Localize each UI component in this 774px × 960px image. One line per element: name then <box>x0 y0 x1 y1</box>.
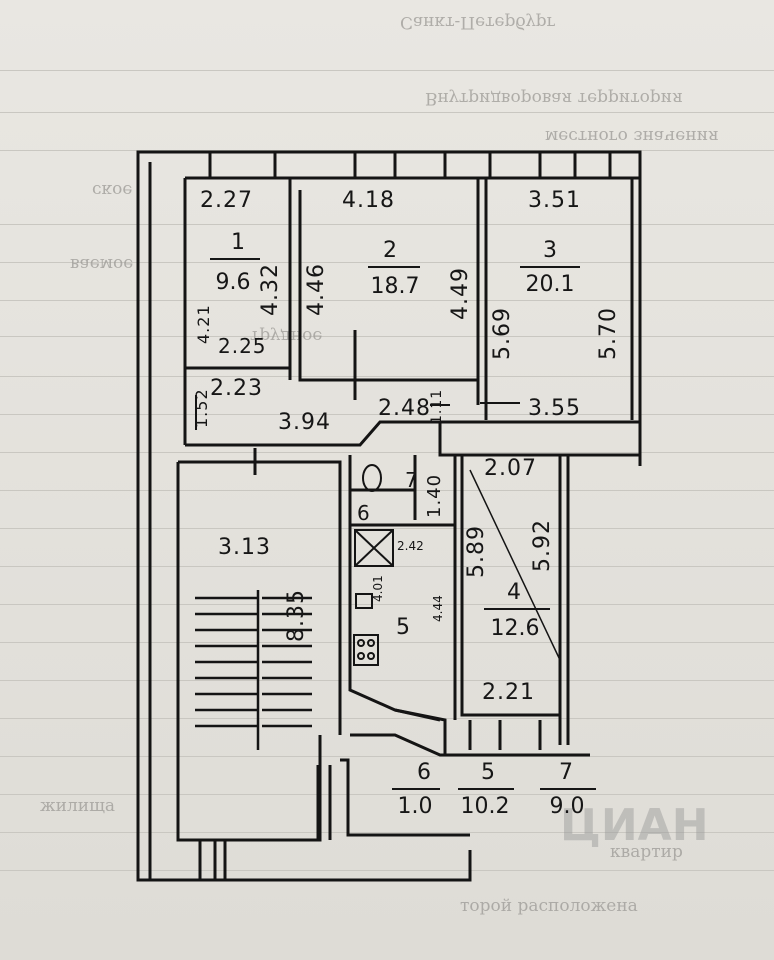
stair-wall <box>176 462 322 842</box>
ruled-line <box>0 414 774 415</box>
dim-r1-left: 4.21 <box>194 304 213 344</box>
dim-r4-bottom: 2.21 <box>482 680 535 705</box>
fraction-line <box>210 258 260 260</box>
lower-wall <box>340 758 470 837</box>
bg-text-line: торой расположена <box>460 896 638 916</box>
bath-number-6: 6 <box>357 501 371 525</box>
bg-text-line: квартир <box>610 842 683 862</box>
dim-r2-top: 4.18 <box>342 188 395 213</box>
room-number-3: 3 <box>543 238 557 263</box>
bg-text-line: жилища <box>40 796 116 816</box>
ruled-line <box>0 680 774 681</box>
ruled-line <box>0 336 774 337</box>
room2-wall <box>298 190 478 382</box>
dim-r3-top: 3.51 <box>528 188 581 213</box>
room-number-6: 6 <box>417 760 431 785</box>
ruled-line <box>0 452 774 453</box>
dim-r2-right: 4.49 <box>448 267 473 320</box>
ruled-line <box>0 718 774 719</box>
room-number-7: 7 <box>559 760 573 785</box>
room-area-6: 1.0 <box>397 794 433 819</box>
ruled-line <box>0 870 774 871</box>
ruled-line <box>0 112 774 113</box>
corridor-wall <box>185 420 640 447</box>
dim-r3-bottom: 3.55 <box>528 396 581 421</box>
toilet-icon <box>362 464 382 492</box>
bottom-wall <box>350 733 590 757</box>
lower-wall <box>198 840 227 880</box>
dim-corridor: 3.94 <box>278 410 331 435</box>
room-area-1: 9.6 <box>215 270 251 295</box>
room-number-1: 1 <box>231 230 245 255</box>
dim-stair-w: 3.13 <box>218 535 271 560</box>
shower-icon <box>354 529 394 567</box>
top-wall <box>208 152 612 178</box>
dim-r3-right: 5.70 <box>596 307 621 360</box>
outer-wall <box>136 150 472 882</box>
room-area-7: 9.0 <box>549 794 585 819</box>
dim-corridor-mid: 2.48 <box>378 396 431 421</box>
dim-r1-small: 2.25 <box>218 334 267 358</box>
lower-wall <box>316 765 332 840</box>
dim-k-right: 4.44 <box>431 595 445 622</box>
dim-k-left: 4.01 <box>371 575 385 602</box>
room-number-4: 4 <box>507 580 521 605</box>
dim-r4-top: 2.07 <box>484 456 537 481</box>
dim-r2-left: 4.46 <box>304 263 329 316</box>
bottom-wall <box>468 720 542 750</box>
ruled-line <box>0 376 774 377</box>
ruled-line <box>0 832 774 833</box>
room-number-2: 2 <box>383 238 397 263</box>
bath-number-7: 7 <box>405 468 419 492</box>
fraction-line <box>458 788 514 790</box>
fraction-line <box>484 608 550 610</box>
dim-r1-right: 4.32 <box>258 263 283 316</box>
sink-icon <box>355 593 373 609</box>
fraction-line <box>540 788 596 790</box>
corridor-wall <box>438 422 640 457</box>
dim-r4-right: 5.92 <box>530 519 555 572</box>
fraction-line <box>368 266 420 268</box>
ruled-line <box>0 642 774 643</box>
dim-r4-left: 5.89 <box>464 525 489 578</box>
dim-corridor-small: 1.11 <box>429 388 445 424</box>
ruled-line <box>0 224 774 225</box>
room-area-2: 18.7 <box>370 274 420 299</box>
dim-bath-v: 1.40 <box>424 473 445 518</box>
kitchen-number: 5 <box>396 615 411 640</box>
dimension-lines <box>195 395 520 430</box>
room-area-4: 12.6 <box>490 616 540 641</box>
ruled-line <box>0 604 774 605</box>
ruled-line <box>0 528 774 529</box>
watermark: ЦИАН <box>560 800 709 851</box>
bottom-wall <box>394 708 441 722</box>
ruled-line <box>0 70 774 71</box>
dim-corridor-left: 1.52 <box>192 388 211 428</box>
room-area-5: 10.2 <box>460 794 510 819</box>
room-area-3: 20.1 <box>525 272 575 297</box>
room4-wall <box>460 455 560 717</box>
room-number-5: 5 <box>481 760 495 785</box>
fraction-line <box>520 266 580 268</box>
ruled-line <box>0 300 774 301</box>
ruled-line <box>0 756 774 757</box>
dim-stair-h: 8.35 <box>284 589 309 642</box>
ruled-line <box>0 794 774 795</box>
dim-r1-top: 2.27 <box>200 188 253 213</box>
stair-treads <box>195 590 312 750</box>
stair-wall <box>178 460 342 735</box>
dim-r3-left: 5.69 <box>490 307 515 360</box>
dim-k-top: 2.42 <box>397 539 424 553</box>
stove-icon <box>353 634 379 666</box>
outer-wall <box>150 150 642 466</box>
room4-hatch <box>469 469 561 661</box>
ruled-line <box>0 262 774 263</box>
dim-r1-bottom: 2.23 <box>210 376 263 401</box>
fraction-line <box>392 788 440 790</box>
